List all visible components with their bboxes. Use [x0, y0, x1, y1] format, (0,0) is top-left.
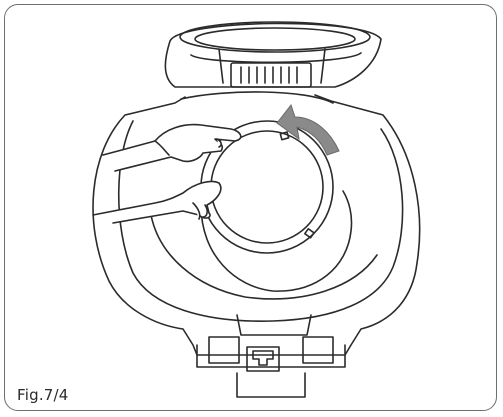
rotation-arrow-icon — [276, 103, 340, 156]
appliance-body — [92, 91, 421, 398]
upper-hand — [102, 123, 242, 172]
rotating-ring — [200, 120, 334, 254]
appliance-illustration — [92, 21, 421, 398]
figure-frame: Fig.7/4 — [4, 4, 497, 411]
lid — [164, 21, 382, 88]
figure-caption: Fig.7/4 — [17, 386, 69, 404]
lower-hand — [92, 180, 222, 224]
